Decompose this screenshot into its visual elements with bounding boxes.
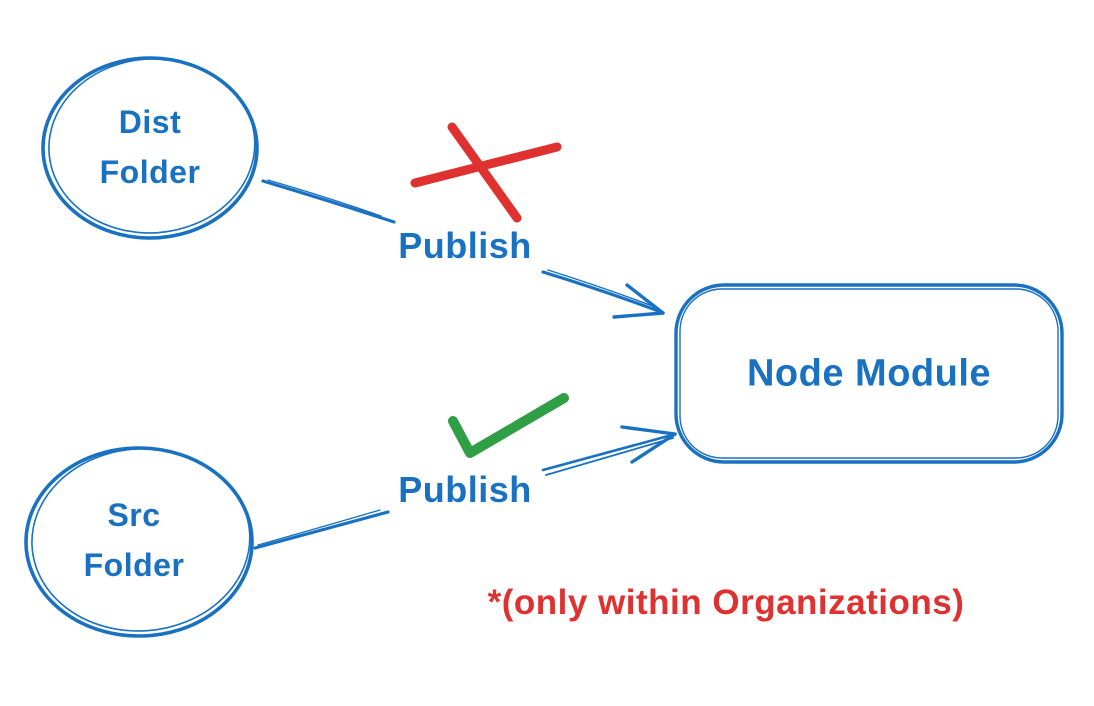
- organizations-note: *(only within Organizations): [487, 583, 965, 622]
- src-folder-label-line1: Src: [107, 497, 161, 533]
- src-publish-edge-label: Publish: [398, 469, 532, 510]
- dist-publish-edge-label: Publish: [398, 225, 532, 266]
- node-module-node-shape: [674, 283, 1064, 464]
- check-mark-icon: [448, 393, 569, 458]
- node-module-label: Node Module: [746, 352, 992, 395]
- dist-folder-label-line1: Dist: [118, 104, 182, 140]
- dist-folder-label-line2: Folder: [99, 154, 201, 190]
- dist-folder-label: Dist Folder: [100, 97, 201, 197]
- src-folder-node-shape: [24, 446, 254, 638]
- src-folder-label-line2: Folder: [83, 547, 185, 583]
- src-folder-label: Src Folder: [84, 490, 185, 590]
- src-publish-edge: [253, 425, 677, 550]
- x-mark-icon: [410, 122, 562, 223]
- dist-folder-node-shape: [41, 56, 259, 240]
- dist-publish-edge: [261, 179, 665, 319]
